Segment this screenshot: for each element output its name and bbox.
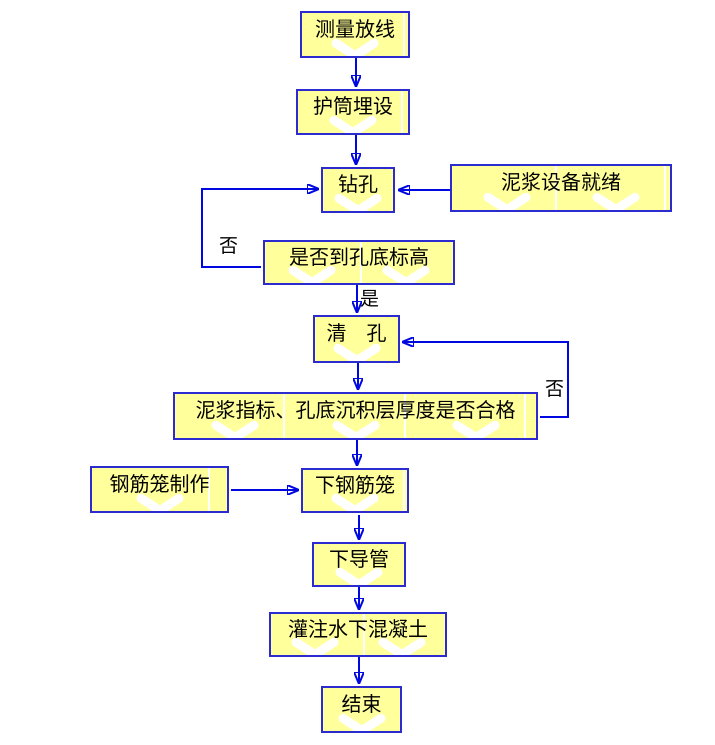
node-tremie-pipe: 下导管 — [312, 542, 406, 587]
node-hole-cleaning: 清 孔 — [313, 315, 400, 363]
node-casing: 护筒埋设 — [296, 89, 410, 135]
watermark-line — [360, 242, 362, 283]
label-yes-depth: 是 — [360, 289, 380, 310]
node-concrete-pouring: 灌注水下混凝土 — [269, 612, 447, 657]
node-concrete-pouring-label: 灌注水下混凝土 — [288, 618, 428, 641]
watermark-chevron — [330, 116, 376, 133]
watermark-line — [207, 468, 210, 511]
node-cage-lowering-label: 下钢筋笼 — [315, 474, 395, 497]
watermark-chevron — [334, 344, 380, 361]
node-depth-check: 是否到孔底标高 — [263, 240, 455, 285]
watermark-chevron — [332, 494, 378, 511]
node-depth-check-label: 是否到孔底标高 — [289, 246, 429, 269]
watermark-line — [401, 91, 403, 133]
watermark-chevron — [339, 714, 385, 731]
edge-depthcheck-no-loop — [201, 189, 318, 268]
label-no-quality: 否 — [545, 379, 565, 400]
watermark-chevron — [289, 266, 335, 283]
node-mud-quality-check-label: 泥浆指标、孔底沉积层厚度是否合格 — [195, 400, 516, 422]
watermark-chevron — [484, 193, 530, 210]
label-no-depth: 否 — [219, 236, 239, 257]
node-casing-label: 护筒埋设 — [313, 96, 393, 118]
watermark-chevron — [333, 421, 379, 438]
watermark-chevron — [137, 494, 183, 511]
watermark-line — [554, 166, 557, 210]
watermark-chevron — [292, 638, 338, 655]
node-drilling-label: 钻孔 — [338, 174, 378, 196]
node-survey: 测量放线 — [300, 11, 410, 58]
watermark-line — [362, 614, 365, 655]
watermark-chevron — [379, 638, 425, 655]
watermark-line — [403, 394, 406, 438]
watermark-line — [283, 394, 286, 438]
edge-mudcheck-no-loop — [403, 342, 569, 418]
watermark-chevron — [383, 266, 429, 283]
node-cage-lowering: 下钢筋笼 — [301, 468, 409, 513]
watermark-line — [663, 166, 666, 210]
watermark-chevron — [593, 193, 639, 210]
watermark-line — [403, 470, 405, 511]
watermark-line — [523, 394, 526, 438]
node-tremie-pipe-label: 下导管 — [329, 548, 389, 571]
node-cage-fabrication-label: 钢筋笼制作 — [109, 473, 210, 496]
node-hole-cleaning-label: 清 孔 — [326, 323, 387, 345]
node-cage-fabrication: 钢筋笼制作 — [90, 466, 229, 513]
node-end-label: 结束 — [341, 693, 382, 716]
node-survey-label: 测量放线 — [315, 18, 395, 41]
watermark-chevron — [335, 194, 381, 211]
node-end: 结束 — [321, 686, 402, 733]
watermark-line — [403, 13, 405, 56]
watermark-chevron — [332, 39, 378, 56]
node-mud-quality-check: 泥浆指标、孔底沉积层厚度是否合格 — [173, 392, 538, 440]
node-drilling: 钻孔 — [321, 167, 395, 213]
node-mud-equipment: 泥浆设备就绪 — [450, 164, 672, 212]
node-mud-equipment-label: 泥浆设备就绪 — [501, 172, 621, 194]
watermark-chevron — [212, 421, 258, 438]
watermark-chevron — [453, 421, 499, 438]
watermark-chevron — [336, 568, 382, 585]
